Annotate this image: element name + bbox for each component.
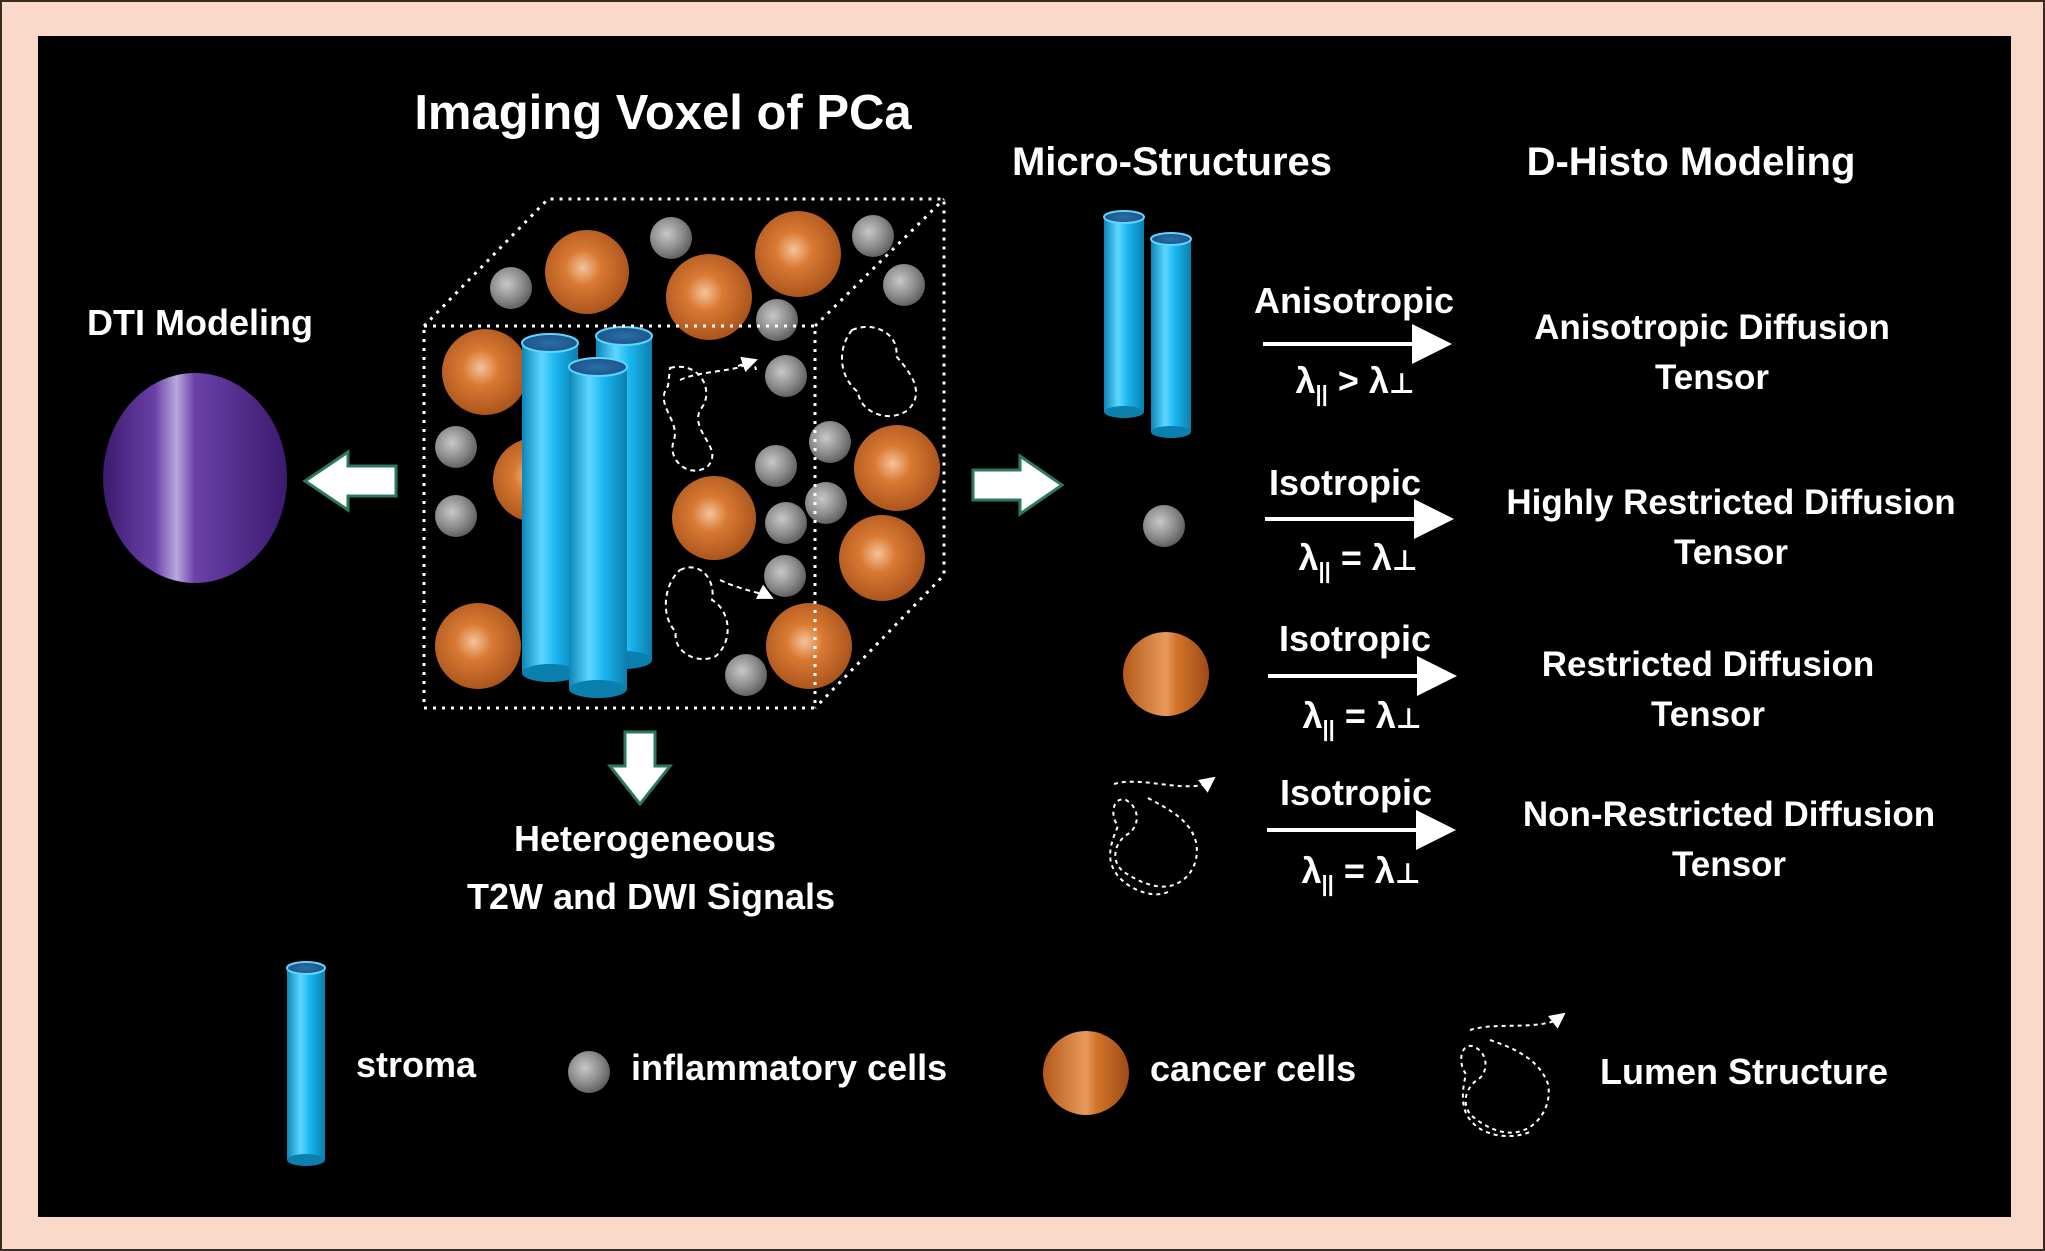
dti-header: DTI Modeling xyxy=(87,302,313,343)
legend-stroma-icon xyxy=(286,961,326,1166)
row4-arrow-label: Isotropic xyxy=(1279,772,1433,813)
legend-cancer-label: cancer cells xyxy=(1150,1048,1357,1089)
signals-line2: T2W and DWI Signals xyxy=(466,876,836,917)
micro-structure-cancer xyxy=(1123,632,1209,716)
legend-lumen-label: Lumen Structure xyxy=(1600,1051,1889,1092)
voxel-cube xyxy=(422,197,946,710)
legend-inflammatory-icon xyxy=(568,1051,610,1093)
row2-arrow-label: Isotropic xyxy=(1268,462,1422,503)
row4-lambda-relation: λ|| = λ⊥ xyxy=(1301,850,1421,897)
legend-cancer-icon xyxy=(1043,1031,1129,1115)
row1-arrow-label: Anisotropic xyxy=(1253,280,1455,321)
micro-structure-lumen xyxy=(1109,779,1215,896)
d-histo-header: D-Histo Modeling xyxy=(1526,140,1856,184)
row3-arrow-label: Isotropic xyxy=(1278,618,1432,659)
legend-lumen-icon xyxy=(1460,1019,1559,1138)
figure-panel xyxy=(38,36,2011,1217)
dti-ellipsoid xyxy=(103,373,287,583)
row3-lambda-relation: λ|| = λ⊥ xyxy=(1302,695,1422,742)
diagram-title: Imaging Voxel of PCa xyxy=(414,86,912,140)
micro-structures-header: Micro-Structures xyxy=(1011,140,1333,184)
row1-lambda-relation: λ|| > λ⊥ xyxy=(1295,360,1415,407)
signals-line1: Heterogeneous xyxy=(513,818,777,859)
arrow-left-to-dti xyxy=(302,449,398,513)
voxel-stroma xyxy=(521,326,653,698)
row2-lambda-relation: λ|| = λ⊥ xyxy=(1298,537,1418,584)
legend-inflammatory-label: inflammatory cells xyxy=(631,1047,948,1088)
micro-structure-stroma xyxy=(1103,210,1192,438)
arrow-down-to-signals xyxy=(606,730,674,807)
legend-stroma-label: stroma xyxy=(356,1044,477,1085)
micro-structure-inflammatory xyxy=(1143,505,1185,547)
arrow-right-to-micro xyxy=(971,453,1065,517)
